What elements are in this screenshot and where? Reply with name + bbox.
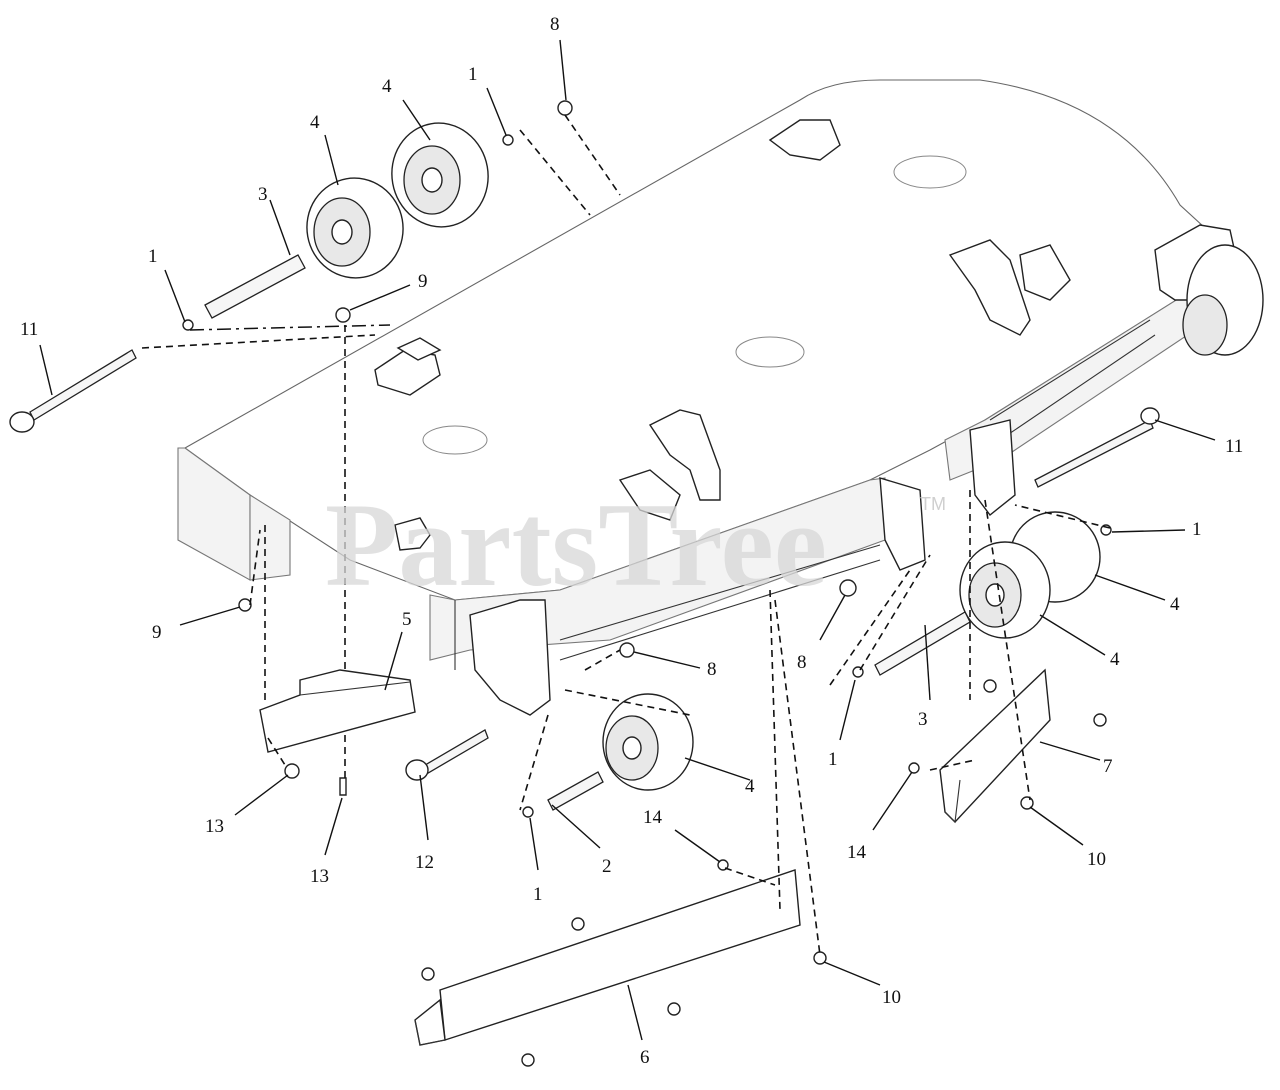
callout-1-right: 1: [1192, 519, 1202, 540]
callout-9-top: 9: [418, 271, 428, 292]
callout-11-left: 11: [20, 319, 38, 340]
bolt-right: [983, 679, 997, 693]
wheel-bottom: [602, 693, 694, 791]
alignment-lines: [141, 114, 1111, 956]
callout-10-right: 10: [1087, 849, 1106, 870]
callout-13-left: 13: [205, 816, 224, 837]
callout-5: 5: [402, 609, 412, 630]
watermark-trademark: TM: [920, 494, 946, 514]
washer-8-right: [839, 579, 857, 597]
callout-7: 7: [1103, 756, 1113, 777]
callout-9-left: 9: [152, 622, 162, 643]
callout-labels: 8 1 4 4 3 1 11 9 11 1 4 4 9 5 8 8 1 3 7 …: [20, 14, 1243, 1068]
callout-1-bottom: 1: [533, 884, 543, 905]
wheel-top-left: [306, 177, 404, 279]
callout-4-top-left: 4: [310, 112, 320, 133]
washer-8-center: [619, 642, 635, 658]
callout-12: 12: [415, 852, 434, 873]
bolt-14-right: [908, 762, 920, 774]
callout-3-top: 3: [258, 184, 268, 205]
watermark: PartsTree: [325, 478, 827, 611]
spacer-tube-bottom: [547, 771, 604, 811]
wheel-deck-right: [1182, 244, 1264, 356]
callout-3-right: 3: [918, 709, 928, 730]
spacer-tube-right: [874, 611, 971, 676]
mower-deck: [177, 79, 1241, 716]
clip-1-top: [502, 134, 514, 146]
callout-4-bottom: 4: [745, 776, 755, 797]
callout-14-right: 14: [847, 842, 867, 863]
nut-9-left: [238, 598, 252, 612]
callout-1-left: 1: [148, 246, 158, 267]
bolt-bottom-b: [421, 967, 435, 981]
axle-bolt-bottom: [405, 729, 489, 781]
callout-14-center: 14: [643, 807, 663, 828]
callout-11-right: 11: [1225, 436, 1243, 457]
callout-6: 6: [640, 1047, 650, 1068]
callout-1-right-lower: 1: [828, 749, 838, 770]
axle-bolt-top-left: [9, 349, 137, 433]
callout-4-right-lower: 4: [1110, 649, 1120, 670]
callout-4-right-upper: 4: [1170, 594, 1180, 615]
nut-right: [1093, 713, 1107, 727]
skid-plate-7: [939, 668, 1051, 824]
leader-lines: [39, 39, 1216, 1041]
wheel-right-lower: [959, 541, 1051, 639]
nut-bottom-a: [667, 1002, 681, 1016]
wheel-top-right: [391, 122, 489, 228]
callout-1-top: 1: [468, 64, 478, 85]
washer-8-top: [557, 100, 573, 116]
callout-2: 2: [602, 856, 612, 877]
baffle-plate-5: [259, 669, 416, 753]
callout-8-right: 8: [797, 652, 807, 673]
nut-bottom-b: [521, 1053, 535, 1067]
callout-13-center: 13: [310, 866, 329, 887]
callout-8-center: 8: [707, 659, 717, 680]
skid-bar-6: [414, 869, 801, 1046]
bolt-bottom-a: [571, 917, 585, 931]
callout-8-top: 8: [550, 14, 560, 35]
callout-10-bottom: 10: [882, 987, 901, 1008]
nut-9-top: [335, 307, 351, 323]
clip-1-bottom: [522, 806, 534, 818]
clip-1-left: [182, 319, 194, 331]
axle-bolt-right: [1034, 407, 1160, 488]
bolt-13-left: [284, 763, 300, 779]
bolt-13-center: [339, 777, 347, 796]
spacer-tube-top: [204, 254, 306, 319]
callout-4-top-right: 4: [382, 76, 392, 97]
